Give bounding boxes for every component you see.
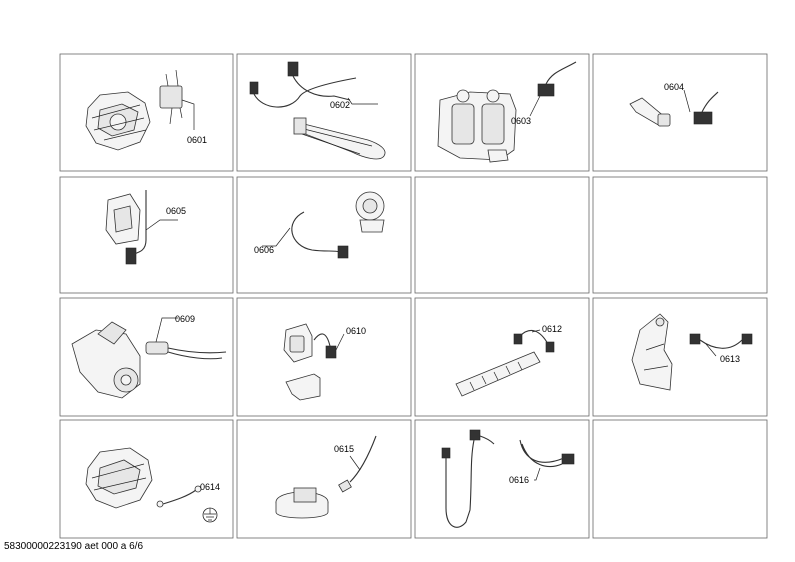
door-lock-illustration [105,190,178,265]
part-number-label: 0615 [334,444,354,454]
part-number-label: 0603 [511,116,531,126]
cell-empty [592,419,768,539]
part-number-label: 0616 [509,475,529,485]
cell-empty [592,176,768,294]
document-footer: 58300000223190 aet 000 a 6/6 [4,541,144,552]
sensor-illustration [629,89,719,127]
part-number-label: 0605 [166,206,186,216]
part-number-label: 0610 [346,326,366,336]
part-number-label: 0609 [175,314,195,324]
pressure-sensor-illustration [275,435,377,519]
cell-0606[interactable]: 0606 [236,176,412,294]
control-board-illustration [455,329,555,397]
drain-pump-illustration [71,317,227,399]
pump-motor-illustration [85,69,195,151]
part-number-label: 0604 [664,82,684,92]
hinge-bracket-illustration [631,313,753,391]
part-number-label: 0613 [720,354,740,364]
valve-bracket-illustration [283,323,345,401]
cell-0602[interactable]: 0602 [236,53,412,172]
part-number-label: 0601 [187,135,207,145]
cell-0610[interactable]: 0610 [236,297,412,417]
cell-0616[interactable]: 0616 [414,419,590,539]
cell-0604[interactable]: 0604 [592,53,768,172]
motor-ground-illustration [85,447,218,523]
cell-0613[interactable]: 0613 [592,297,768,417]
part-number-label: 0606 [254,245,274,255]
part-number-label: 0612 [542,324,562,334]
inlet-valve-illustration [437,61,577,163]
cell-0615[interactable]: 0615 [236,419,412,539]
wiring-harness-illustration [441,429,575,528]
cell-0609[interactable]: 0609 [59,297,234,417]
cell-empty [414,176,590,294]
cell-0601[interactable]: 0601 [59,53,234,172]
part-number-label: 0602 [330,100,350,110]
cell-0614[interactable]: 0614 [59,419,234,539]
cell-0603[interactable]: 0603 [414,53,590,172]
cell-0605[interactable]: 0605 [59,176,234,294]
cell-0612[interactable]: 0612 [414,297,590,417]
pressure-switch-illustration [262,191,385,259]
part-number-label: 0614 [200,482,220,492]
heating-element-illustration [249,61,386,160]
